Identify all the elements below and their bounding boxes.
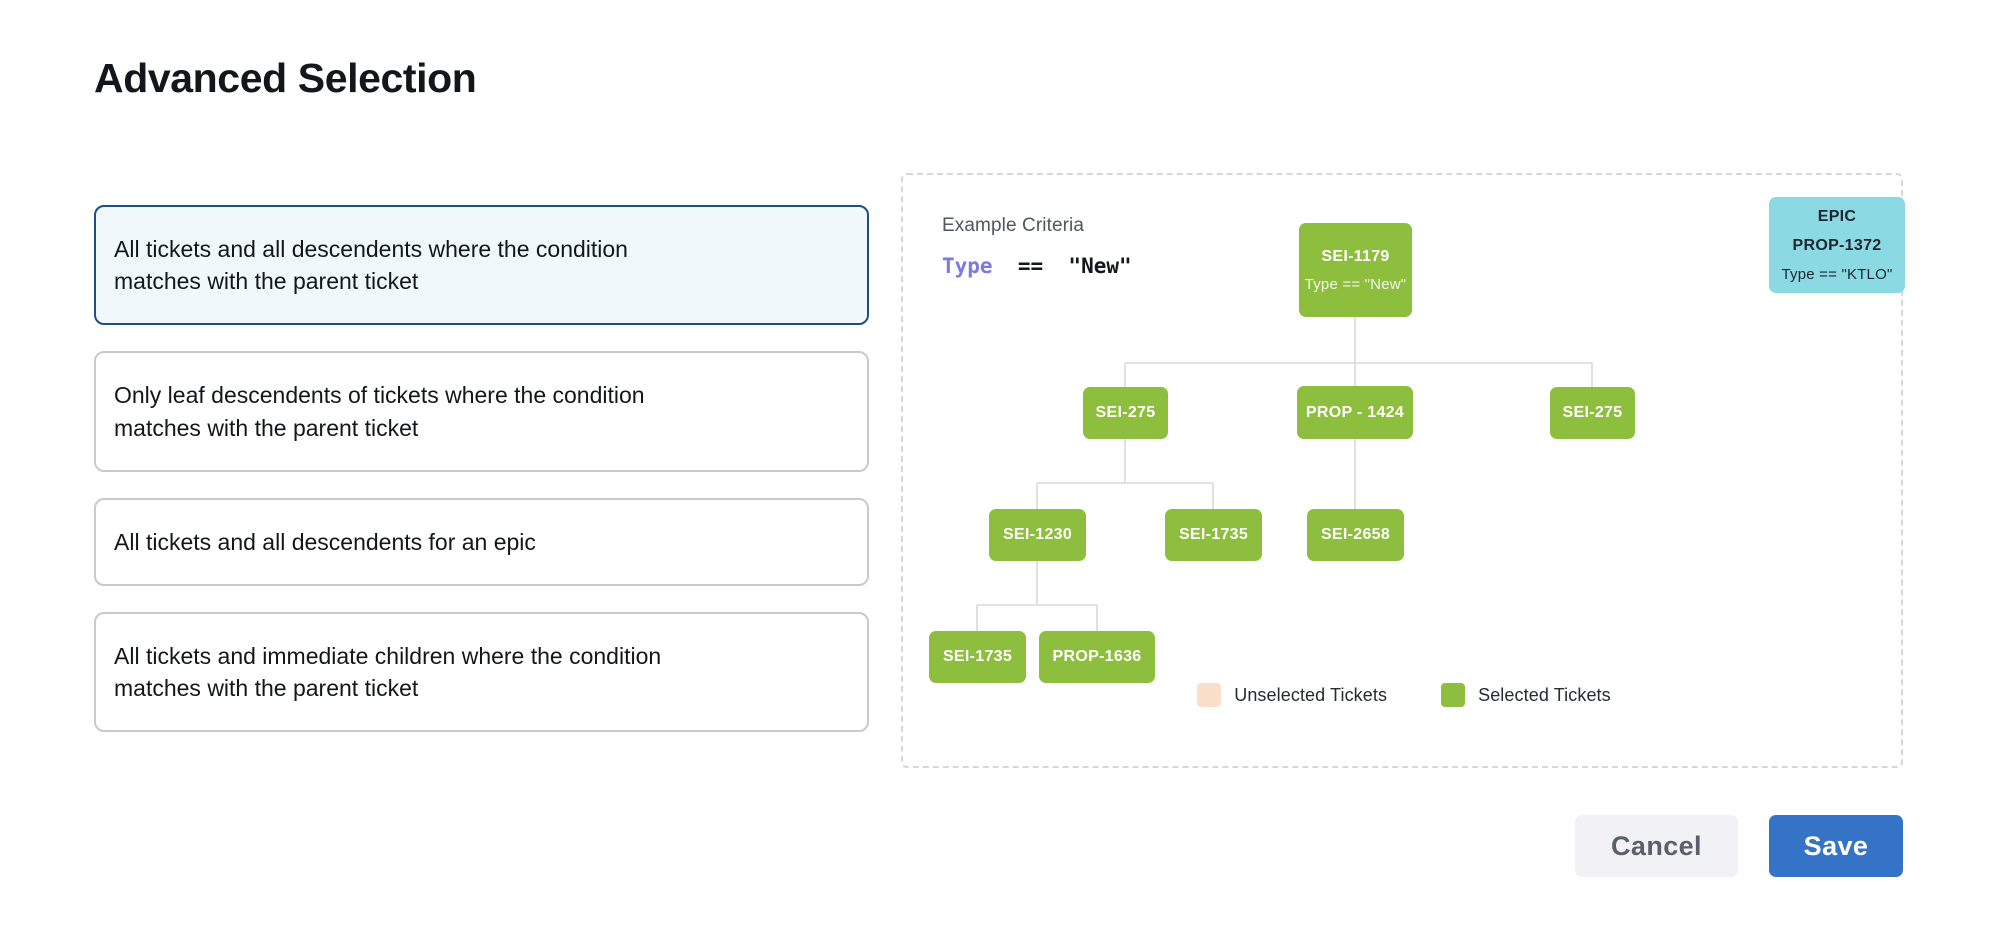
option-line: All tickets and all descendents for an e… (114, 528, 536, 555)
legend-item-unselected: Unselected Tickets (1197, 683, 1387, 707)
example-diagram-panel: Example Criteria Type == "New" SEI (901, 173, 1905, 768)
tree-node-id: SEI-1230 (1002, 526, 1073, 543)
option-line: All tickets and immediate children where… (114, 642, 662, 669)
tree-node-prop-1424[interactable]: PROP - 1424 (1297, 386, 1413, 439)
legend-item-selected: Selected Tickets (1441, 683, 1611, 707)
tree-node-prop-1636[interactable]: PROP-1636 (1039, 631, 1155, 683)
legend-swatch-selected-icon (1441, 683, 1466, 707)
option-leaf-descendents-condition[interactable]: Only leaf descendents of tickets where t… (94, 351, 869, 472)
tree-node-sei-275-a[interactable]: SEI-275 (1083, 387, 1168, 439)
criteria-key: Type (942, 254, 993, 278)
tree-node-sei-1735-a[interactable]: SEI-1735 (1165, 509, 1262, 561)
tree-node-id: PROP-1372 (1792, 236, 1882, 254)
diagram-legend: Unselected Tickets Selected Tickets (903, 683, 1905, 707)
option-line: Only leaf descendents of tickets where t… (114, 382, 645, 409)
option-line: All tickets and all descendents where th… (114, 236, 628, 262)
tree-node-id: SEI-275 (1562, 404, 1623, 421)
tree-node-id: SEI-1735 (1178, 526, 1249, 543)
tree-node-condition: Type == "New" (1304, 275, 1407, 293)
dialog-footer: Cancel Save (1575, 815, 1903, 877)
legend-swatch-unselected-icon (1197, 683, 1222, 707)
tree-node-sei-1735-b[interactable]: SEI-1735 (929, 631, 1026, 683)
tree-node-id: SEI-1735 (942, 648, 1013, 665)
option-line: matches with the parent ticket (114, 414, 419, 441)
option-immediate-children-condition[interactable]: All tickets and immediate children where… (94, 611, 869, 733)
tree-node-epic[interactable]: EPIC PROP-1372 Type == "KTLO" (1769, 197, 1905, 293)
legend-label: Selected Tickets (1478, 684, 1611, 705)
save-button[interactable]: Save (1769, 815, 1903, 877)
criteria-expression: Type == "New" (942, 254, 1132, 278)
cancel-button[interactable]: Cancel (1575, 815, 1738, 877)
tree-node-root[interactable]: SEI-1179 Type == "New" (1299, 223, 1412, 317)
tree-node-id: PROP - 1424 (1305, 403, 1405, 421)
example-criteria: Example Criteria Type == "New" (942, 215, 1132, 278)
selection-options-list: All tickets and all descendents where th… (94, 205, 869, 758)
tree-node-kicker: EPIC (1817, 207, 1857, 225)
tree-node-sei-2658[interactable]: SEI-2658 (1307, 509, 1404, 561)
option-all-descendents-condition[interactable]: All tickets and all descendents where th… (94, 205, 869, 326)
option-line: matches with the parent ticket (114, 268, 419, 295)
tree-node-condition: Type == "KTLO" (1781, 265, 1893, 283)
tree-node-sei-1230[interactable]: SEI-1230 (989, 509, 1086, 561)
page-title: Advanced Selection (94, 55, 477, 101)
criteria-rest: == "New" (992, 254, 1132, 278)
tree-node-id: SEI-2658 (1320, 526, 1391, 543)
option-all-descendents-epic[interactable]: All tickets and all descendents for an e… (94, 497, 869, 586)
tree-node-id: PROP-1636 (1052, 648, 1142, 665)
criteria-label: Example Criteria (942, 215, 1085, 236)
legend-label: Unselected Tickets (1234, 684, 1388, 705)
option-line: matches with the parent ticket (114, 675, 419, 702)
tree-node-id: SEI-1179 (1321, 247, 1390, 265)
tree-node-id: SEI-275 (1095, 404, 1156, 421)
tree-node-sei-275-b[interactable]: SEI-275 (1550, 387, 1635, 439)
